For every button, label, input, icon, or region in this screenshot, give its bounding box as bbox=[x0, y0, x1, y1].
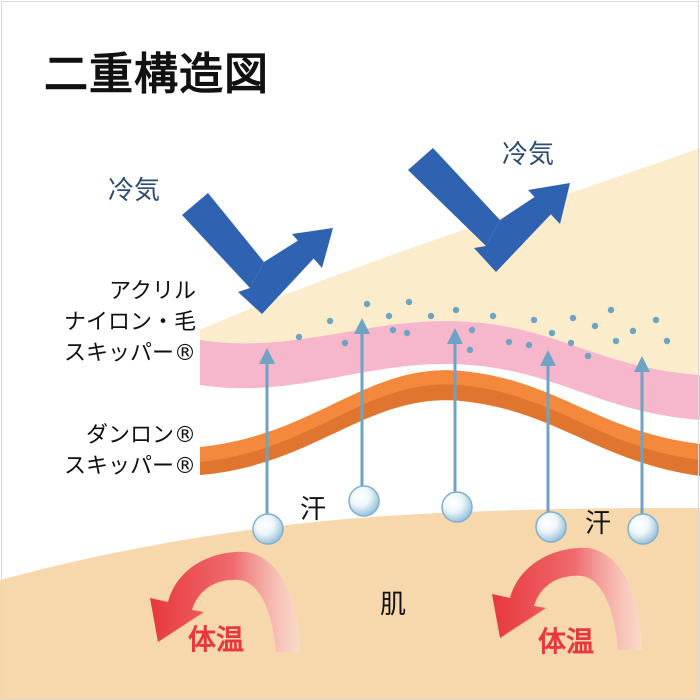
moisture-dot bbox=[584, 352, 592, 360]
body-heat-arrow-left bbox=[150, 551, 300, 652]
moisture-dot bbox=[525, 341, 533, 349]
moisture-dot bbox=[612, 337, 620, 345]
moisture-dot bbox=[466, 346, 474, 354]
moisture-dots bbox=[295, 298, 671, 360]
moisture-dot bbox=[489, 312, 497, 320]
moisture-dot bbox=[427, 312, 435, 320]
curved-arrow-icon bbox=[492, 547, 642, 650]
body-heat-arrow-right bbox=[492, 547, 642, 650]
moisture-dot bbox=[403, 329, 411, 337]
skin-label: 肌 bbox=[380, 590, 407, 620]
water-droplet-icon bbox=[535, 511, 567, 543]
moisture-dot bbox=[663, 337, 671, 345]
skin-area bbox=[0, 508, 700, 700]
up-arrow-icon bbox=[540, 350, 556, 515]
pink-lining-layer bbox=[200, 321, 700, 420]
sweat-label-right: 汗 bbox=[585, 509, 612, 539]
v-bounce-arrow-icon bbox=[408, 148, 570, 272]
inner-layer-label: ダンロン® スキッパー® bbox=[30, 420, 196, 482]
moisture-dot bbox=[326, 317, 334, 325]
moisture-dot bbox=[569, 314, 577, 322]
curved-arrow-icon bbox=[150, 551, 300, 652]
water-droplet-icon bbox=[441, 491, 473, 523]
moisture-dot bbox=[548, 329, 556, 337]
outer-layer-label-line: ナイロン・毛 bbox=[63, 310, 196, 335]
moisture-dot bbox=[591, 322, 599, 330]
diagram-title: 二重構造図 bbox=[44, 49, 269, 100]
moisture-dot bbox=[405, 298, 413, 306]
moisture-dot bbox=[530, 316, 538, 324]
moisture-dot bbox=[385, 312, 393, 320]
moisture-dot bbox=[295, 333, 303, 341]
up-arrow-icon bbox=[634, 356, 650, 515]
inner-layer-label-line: ダンロン® bbox=[85, 423, 196, 448]
cold-air-arrow-right bbox=[408, 148, 570, 272]
sweat-drops bbox=[252, 485, 659, 545]
water-droplet-icon bbox=[252, 513, 284, 545]
outer-layer-label: アクリル ナイロン・毛 スキッパー® bbox=[30, 276, 196, 369]
sweat-label-left: 汗 bbox=[300, 495, 327, 525]
moisture-dot bbox=[607, 306, 615, 314]
inner-layer bbox=[200, 370, 700, 462]
outer-layer-label-line: スキッパー® bbox=[63, 341, 196, 366]
cold-air-arrow-left bbox=[182, 193, 333, 314]
cold-air-label-right: 冷気 bbox=[502, 140, 555, 170]
up-arrow-icon bbox=[259, 348, 275, 515]
body-heat-label-left: 体温 bbox=[188, 623, 245, 656]
body-heat-label-right: 体温 bbox=[538, 625, 595, 658]
moisture-dot bbox=[452, 306, 460, 314]
moisture-arrows bbox=[259, 318, 650, 515]
moisture-dot bbox=[341, 339, 349, 347]
up-arrow-icon bbox=[447, 328, 463, 495]
moisture-dot bbox=[567, 339, 575, 347]
cold-air-label-left: 冷気 bbox=[108, 176, 161, 206]
moisture-dot bbox=[389, 326, 397, 334]
moisture-dot bbox=[652, 316, 660, 324]
up-arrow-icon bbox=[354, 318, 370, 490]
outer-layer-label-line: アクリル bbox=[109, 279, 196, 304]
moisture-dot bbox=[363, 300, 371, 308]
water-droplet-icon bbox=[627, 513, 659, 545]
water-droplet-icon bbox=[348, 485, 380, 517]
moisture-dot bbox=[629, 327, 637, 335]
moisture-dot bbox=[468, 326, 476, 334]
moisture-dot bbox=[505, 338, 513, 346]
v-bounce-arrow-icon bbox=[182, 193, 333, 314]
inner-layer-label-line: スキッパー® bbox=[63, 454, 196, 479]
